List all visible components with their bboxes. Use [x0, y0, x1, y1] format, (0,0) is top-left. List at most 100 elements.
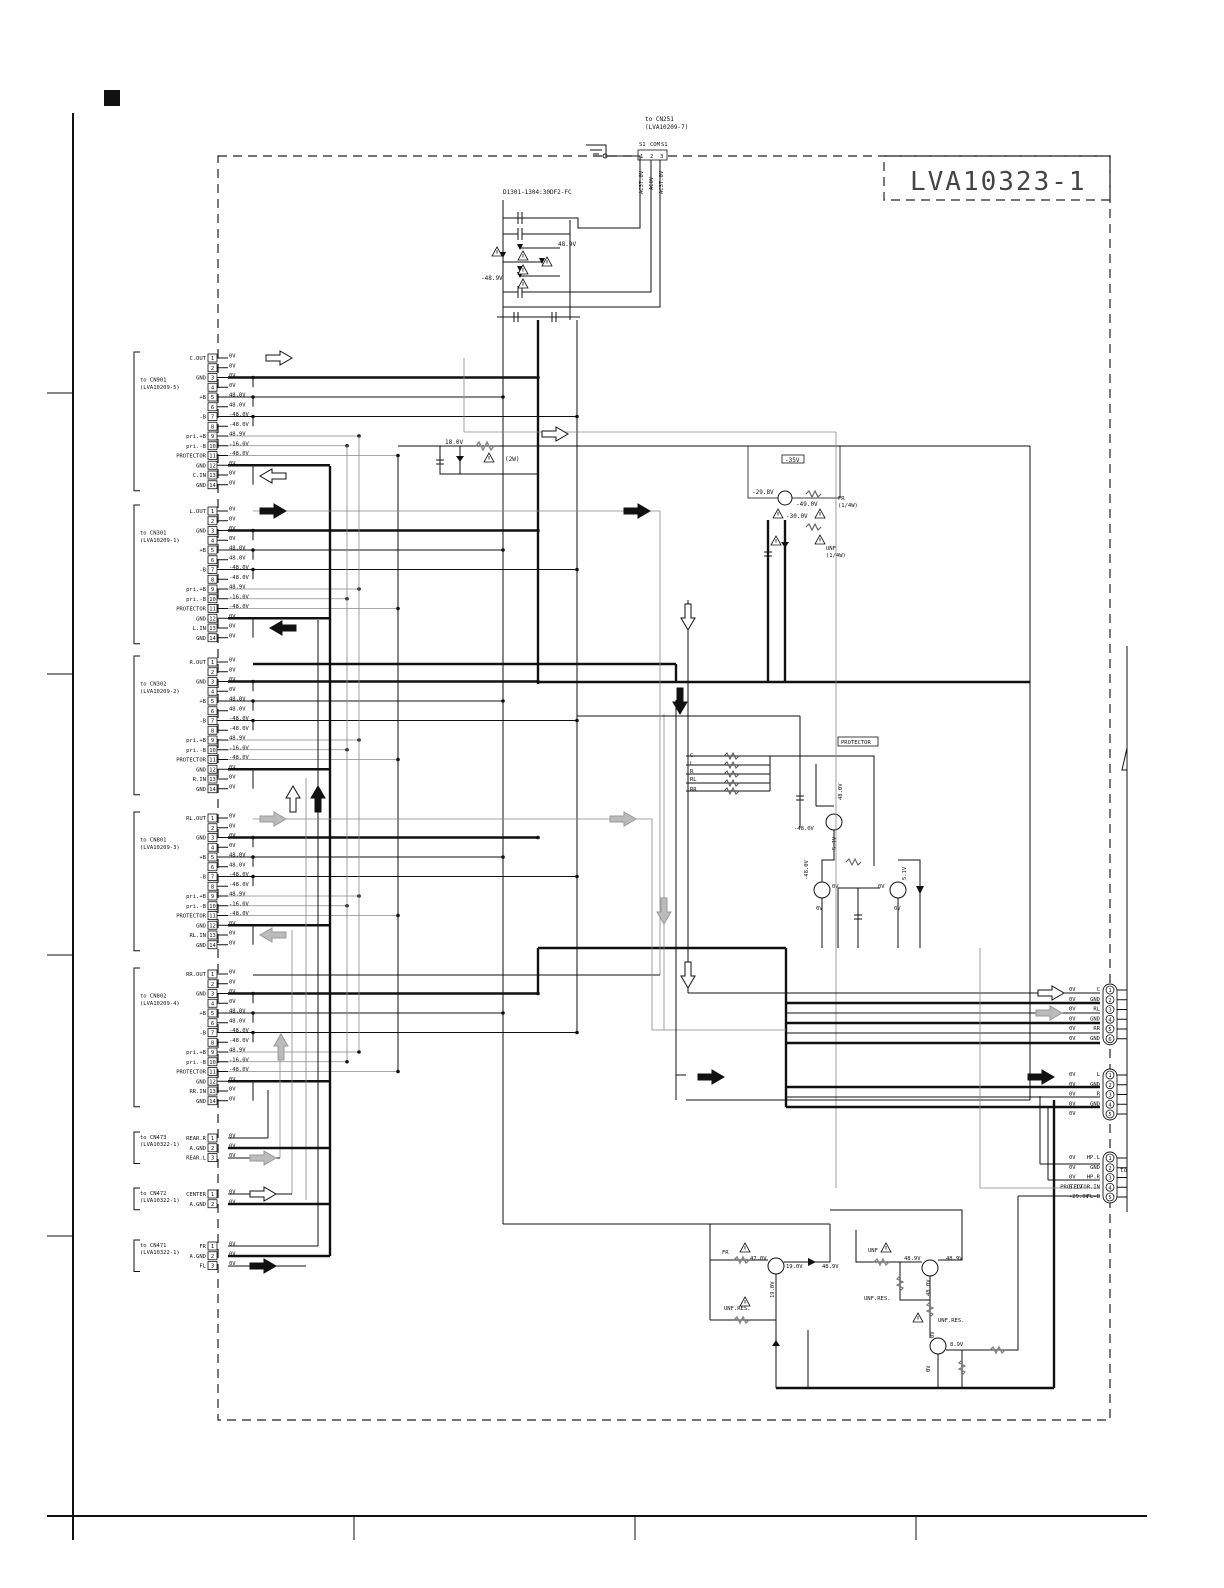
junction-dot: [251, 835, 255, 840]
bottom-right-stage: UNF UNF.RES. UNF.RES. 48.9V 48.9V 48.0V …: [776, 1100, 1056, 1390]
pin-name: pri.-B: [186, 444, 207, 450]
pin-name: pri.-B: [186, 597, 207, 603]
pin-voltage: -48.0V: [229, 422, 250, 428]
pin-voltage: 0V: [229, 1077, 236, 1083]
pin-circle: [1105, 1090, 1115, 1099]
pin-voltage: 48.0V: [229, 1018, 246, 1024]
pin-name: A.GND: [189, 1254, 206, 1260]
pin-voltage: 48.9V: [229, 432, 246, 438]
pin-voltage: 0V: [229, 633, 236, 639]
pin-number: 3: [1108, 1008, 1111, 1014]
pin-circle: [1105, 1080, 1115, 1090]
pin-number: 4: [211, 1001, 215, 1007]
br-label: UNF.RES.: [938, 1318, 965, 1324]
pin-name: GND: [196, 787, 206, 793]
pin-name: +B: [199, 1011, 206, 1017]
pin-number: 5: [1108, 1027, 1111, 1033]
top-pin-label: S1: [639, 142, 646, 148]
pin-circle: [1105, 1182, 1115, 1192]
warning-symbols-group: [483, 246, 924, 1323]
top-pin-voltage: AC37.0V: [639, 170, 645, 194]
pin-number: 11: [209, 607, 216, 613]
pin-voltage: 0V: [229, 614, 236, 620]
pin-name: CENTER: [186, 1192, 207, 1198]
protector-input-label: R: [690, 769, 694, 775]
pin-voltage: 0V: [1069, 1165, 1076, 1171]
pin-voltage: 0V: [229, 383, 236, 389]
pin-number: 1: [1108, 1156, 1111, 1162]
pin-name: pri.-B: [186, 748, 207, 754]
l-out-arrow: [259, 503, 287, 519]
pin-box: [207, 1199, 218, 1209]
pin-voltage: 0V: [229, 999, 236, 1005]
connector-bracket: [133, 504, 140, 645]
pin-circle: [1105, 1005, 1115, 1014]
junction-dot: [251, 991, 255, 996]
pin-circle: [1105, 1173, 1115, 1182]
regulator-voltage: -30.0V: [786, 513, 808, 520]
pin-name: R: [1097, 1092, 1101, 1098]
pin-name: -B: [199, 719, 206, 725]
pin-circle: [1105, 1153, 1115, 1163]
section-marker-square: [104, 90, 120, 106]
pin-box: [207, 1261, 218, 1270]
pin-number: 8: [211, 728, 214, 734]
pin-voltage: 0V: [229, 1242, 236, 1248]
zener-voltage: 18.0V: [445, 439, 463, 446]
pin-name: PROTECTOR: [176, 1070, 206, 1076]
pin-name: RL.IN: [189, 933, 206, 939]
pin-name: C.IN: [193, 473, 206, 479]
pin-number: 2: [211, 670, 214, 676]
pin-circle: [1105, 995, 1115, 1005]
pin-name: L.IN: [193, 626, 206, 632]
pin-number: 13: [209, 1089, 216, 1095]
pin-name: GND: [1090, 1036, 1100, 1042]
connector-target: to CN802: [140, 993, 167, 999]
pin-number: 6: [211, 558, 214, 564]
pin-voltage: 0V: [229, 373, 236, 379]
protector-voltage: 0V: [894, 906, 901, 912]
r-down-arrow: [672, 687, 688, 715]
junction-dot: [345, 1059, 349, 1064]
c-down-arrow: [680, 961, 696, 989]
pin-name: GND: [196, 943, 206, 949]
pin-voltage: 0V: [1069, 1111, 1076, 1117]
pin-voltage: 48.0V: [229, 402, 246, 408]
connector-board: (LVA10209-1): [140, 538, 180, 544]
rl-signal-arrow: [609, 811, 637, 827]
pin-voltage: 0V: [1069, 1082, 1076, 1088]
pin-number: 12: [209, 463, 216, 469]
pin-number: 14: [209, 636, 216, 642]
c-in-arrow: [259, 468, 287, 484]
regulator-part: FR: [838, 496, 845, 502]
c-down-arrow: [680, 603, 696, 631]
pin-voltage: -16.0V: [229, 594, 250, 600]
pin-name: FR: [199, 1244, 206, 1250]
connector-board: (LVA10209-4): [140, 1001, 180, 1007]
pin-number: 10: [209, 904, 216, 910]
pin-number: 2: [211, 1202, 214, 1208]
rl-in-arrow: [259, 927, 287, 943]
protector-box-label: PROTECTOR: [841, 740, 871, 746]
pin-number: 2: [211, 366, 214, 372]
junction-dot: [251, 548, 255, 552]
pin-number: 3: [1108, 1093, 1111, 1099]
pin-number: 10: [209, 597, 216, 603]
pin-number: 4: [211, 538, 215, 544]
connector-board: (LVA10322-1): [140, 1142, 180, 1148]
pin-name: FL-B: [1087, 1194, 1101, 1200]
junction-dot: [357, 1050, 361, 1054]
pin-number: 9: [211, 587, 214, 593]
pin-number: 2: [1108, 998, 1111, 1004]
pin-circle: [1105, 1014, 1115, 1024]
pin-voltage: 0V: [229, 823, 236, 829]
junction-dot: [501, 548, 505, 552]
top-pin-label: COM: [650, 142, 661, 148]
br-label: UNF: [868, 1248, 878, 1254]
pin-name: HP.R: [1087, 1175, 1101, 1181]
top-connector: to CN251 (LVA10209-7) S1 COM S1 1 2 3 AC…: [503, 116, 688, 308]
top-pin-number: 2: [650, 154, 653, 160]
